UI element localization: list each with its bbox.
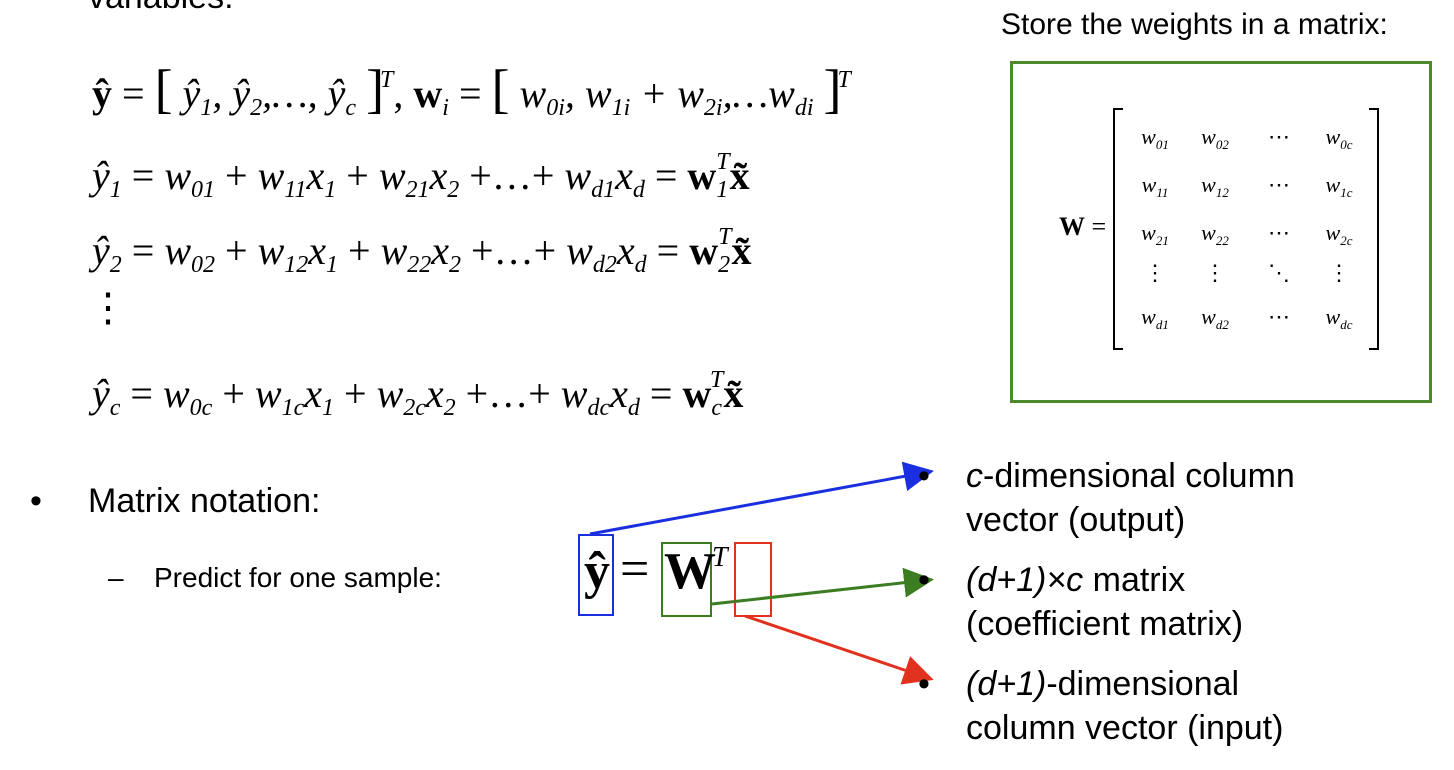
matrix-cell: wd1 xyxy=(1141,304,1169,332)
prediction-equals: = xyxy=(620,541,650,598)
matrix-cell: ⋯ xyxy=(1268,124,1290,149)
sub-bullet-marker: – xyxy=(108,562,124,593)
bullet-marker-main: • xyxy=(30,482,42,520)
desc-marker-3: • xyxy=(918,665,930,703)
equation-y2: ŷ2 = w02 + w12x1 + w22x2 +…+ wd2xd = w2T… xyxy=(92,224,752,278)
arrow-blue xyxy=(589,461,934,536)
desc-marker-1: • xyxy=(918,457,930,495)
weight-matrix-box: W = w01 w02 ⋯ w0c w11 w12 ⋯ w1c w21 w22 ⋯ w2c ⋮ ⋮ ⋱ ⋮ wd… xyxy=(1010,61,1432,403)
matrix-cell: w1c xyxy=(1325,172,1353,200)
matrix-cell: wd2 xyxy=(1201,304,1229,332)
prediction-yhat-box xyxy=(578,534,614,616)
matrix-cell: ⋯ xyxy=(1268,172,1290,197)
prediction-yhat: ŷ xyxy=(584,543,610,600)
matrix-cell: ⋯ xyxy=(1268,304,1290,329)
partial-heading: variables: xyxy=(88,0,234,17)
matrix-cell: w21 xyxy=(1141,220,1169,248)
equation-output-vector: ŷ = [ ŷ1, ŷ2,…, ŷc ]T, wi = [ w0i, w1i +… xyxy=(92,59,851,121)
matrix-cell: w2c xyxy=(1325,220,1353,248)
prediction-W-box xyxy=(661,542,712,617)
matrix-right-bracket xyxy=(1369,108,1379,350)
prediction-W: W xyxy=(664,543,716,600)
matrix-cell: ⋮ xyxy=(1144,260,1166,285)
vertical-dots: ⋮ xyxy=(88,285,128,330)
prediction-T: T xyxy=(712,542,728,573)
matrix-cell: wdc xyxy=(1325,304,1353,332)
matrix-cell: w02 xyxy=(1201,124,1229,152)
sub-bullet-predict: Predict for one sample: xyxy=(154,562,442,593)
matrix-cell: w11 xyxy=(1141,172,1169,200)
prediction-xtilde-box xyxy=(734,542,772,617)
matrix-cell: w22 xyxy=(1201,220,1229,248)
bullet-matrix-notation: Matrix notation: xyxy=(88,482,321,520)
matrix-cell: w0c xyxy=(1325,124,1353,152)
matrix-left-bracket xyxy=(1113,108,1123,350)
matrix-label: W = xyxy=(1059,212,1107,241)
matrix-cell: ⋮ xyxy=(1204,260,1226,285)
desc-output: c-dimensional column vector (output) xyxy=(966,457,1295,539)
desc-input: (d+1)-dimensional column vector (input) xyxy=(966,665,1284,747)
yhat-bold: ŷ xyxy=(92,71,112,116)
matrix-cell: w12 xyxy=(1201,172,1229,200)
matrix-cell: ⋱ xyxy=(1268,260,1290,285)
matrix-caption: Store the weights in a matrix: xyxy=(1001,8,1388,41)
arrow-red xyxy=(744,614,934,685)
desc-coefficient: (d+1)×c matrix (coefficient matrix) xyxy=(966,561,1244,643)
matrix-cell: ⋮ xyxy=(1328,260,1350,285)
equation-y1: ŷ1 = w01 + w11x1 + w21x2 +…+ wd1xd = w1T… xyxy=(92,149,750,203)
equation-yc: ŷc = w0c + w1cx1 + w2cx2 +…+ wdcxd = wcT… xyxy=(92,367,744,421)
matrix-cell: ⋯ xyxy=(1268,220,1290,245)
matrix-cell: w01 xyxy=(1141,124,1169,152)
arrow-green xyxy=(711,567,934,606)
desc-marker-2: • xyxy=(918,561,930,599)
